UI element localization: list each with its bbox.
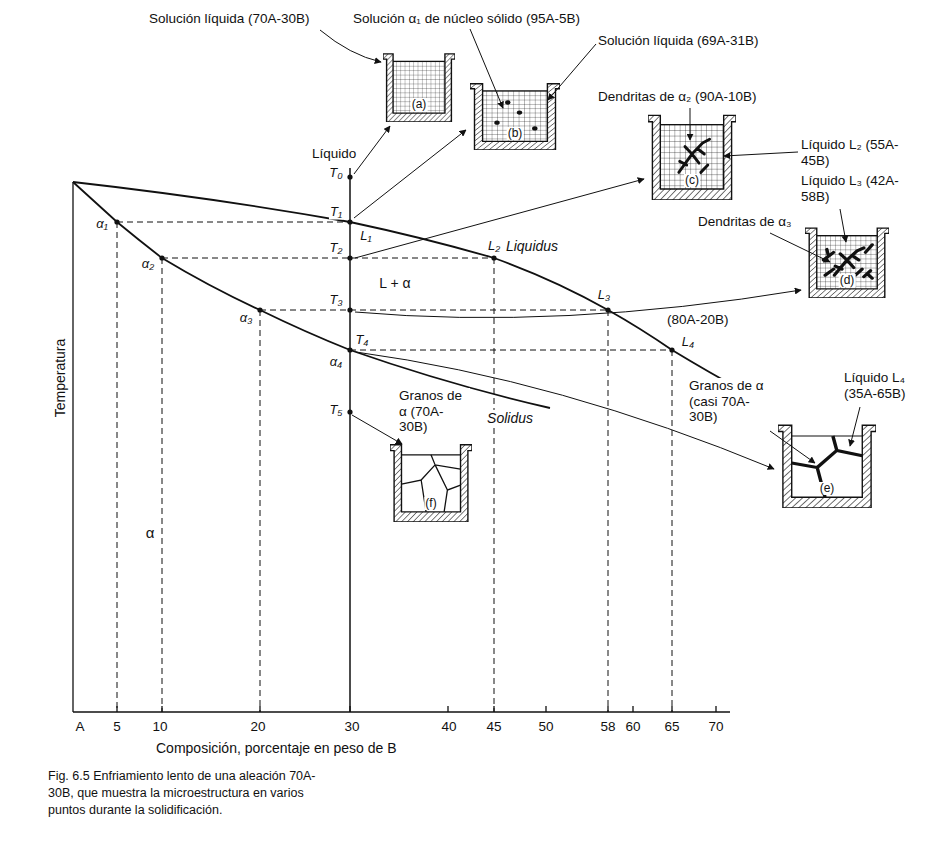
pointer-arrow (354, 126, 390, 174)
panel-letter: (d) (839, 274, 856, 287)
crucible-node: (f) (390, 438, 472, 522)
pointer-arrow (354, 130, 466, 218)
state-point (347, 219, 352, 224)
leader-line (724, 152, 798, 156)
state-point (347, 255, 352, 260)
tick-label: 70 (707, 719, 724, 735)
callout-text: Líquido L₄ (35A-65B) (843, 370, 930, 401)
callout-text: Solución líquida (70A-30B) (148, 11, 311, 27)
crucible-node: (a) (383, 48, 455, 122)
callout-text: Dendritas de α₂ (90A-10B) (597, 89, 758, 105)
leader-line (320, 30, 381, 62)
alloy-composition-line (349, 168, 351, 712)
axis-title: Composición, porcentaje en peso de B (155, 740, 397, 756)
state-point (114, 219, 119, 224)
crucible-node: (b) (470, 78, 560, 150)
pointer-arrow (352, 415, 402, 444)
panel-letter: (a) (411, 98, 428, 111)
tick-label: 60 (624, 719, 641, 735)
panel-letter: (b) (507, 127, 524, 140)
tie-line-t2 (162, 258, 494, 712)
tick-label: 30 (343, 719, 360, 735)
state-point (347, 409, 352, 414)
state-point (605, 307, 610, 312)
temperature-axis (72, 182, 73, 712)
panel-letter: (e) (819, 482, 836, 495)
tick-label: 45 (485, 719, 502, 735)
curve-name: Solidus (486, 410, 534, 426)
tick-label: 10 (151, 719, 168, 735)
point-label: L₂ (487, 239, 501, 254)
callout-text: (80A-20B) (666, 312, 730, 328)
callout-text: Solución líquida (69A-31B) (597, 33, 760, 49)
point-label: α₂ (141, 257, 155, 272)
tie-line-t1 (117, 222, 350, 712)
state-point (347, 174, 352, 179)
state-point (347, 347, 352, 352)
callout-text: Granos de α (70A-30B) (398, 388, 470, 435)
tie-line-t3 (260, 310, 608, 712)
point-label: L₁ (359, 229, 372, 244)
region-label: L + α (378, 275, 411, 291)
crucible-node: (e) (778, 418, 876, 508)
point-label: α₄ (329, 355, 344, 370)
point-label: T₂ (329, 241, 344, 256)
callout-text: Líquido L₃ (42A-58B) (800, 173, 902, 204)
axis-title: Temperatura (52, 338, 68, 419)
figure-caption: Fig. 6.5 Enfriamiento lento de una aleac… (48, 768, 333, 819)
region-label: α (145, 524, 156, 541)
tick-label: 5 (112, 719, 122, 735)
callout-text: Granos de α (casi 70A-30B) (688, 378, 778, 425)
callout-text: Solución α₁ de núcleo sólido (95A-5B) (352, 11, 581, 27)
curve-name: Liquidus (505, 238, 559, 254)
tick-label: 58 (599, 719, 616, 735)
pointer-arrow (355, 290, 801, 318)
point-label: α₁ (95, 217, 109, 232)
tick-label: 20 (249, 719, 266, 735)
point-label: α₃ (239, 311, 254, 326)
point-label: T₀ (328, 166, 343, 181)
tie-line-t4 (350, 350, 672, 712)
leader-line (850, 407, 860, 446)
callout-text: Líquido (311, 146, 357, 162)
tick-label: 50 (537, 719, 554, 735)
callout-text: Líquido L₂ (55A-45B) (800, 137, 902, 168)
crucible-node: (c) (648, 108, 736, 200)
point-label: T₁ (329, 205, 343, 220)
state-point (257, 307, 262, 312)
point-label: T₃ (328, 293, 343, 308)
panel-letter: (f) (424, 497, 437, 510)
state-point (491, 255, 496, 260)
pointer-arrow (355, 179, 644, 258)
composition-axis (73, 711, 730, 712)
state-point (347, 307, 352, 312)
tick-label: 65 (663, 719, 680, 735)
point-label: L₃ (597, 288, 611, 303)
crucible-node: (d) (805, 222, 889, 298)
callout-text: Dendritas de α₃ (697, 214, 793, 230)
state-point (159, 255, 164, 260)
tick-label: A (74, 719, 85, 735)
axis-ticks (117, 706, 716, 712)
state-point (669, 347, 674, 352)
point-label: T₄ (354, 333, 369, 348)
point-label: T₅ (328, 403, 343, 418)
tick-label: 40 (440, 719, 457, 735)
point-label: L₄ (681, 335, 695, 350)
panel-letter: (c) (684, 174, 700, 187)
